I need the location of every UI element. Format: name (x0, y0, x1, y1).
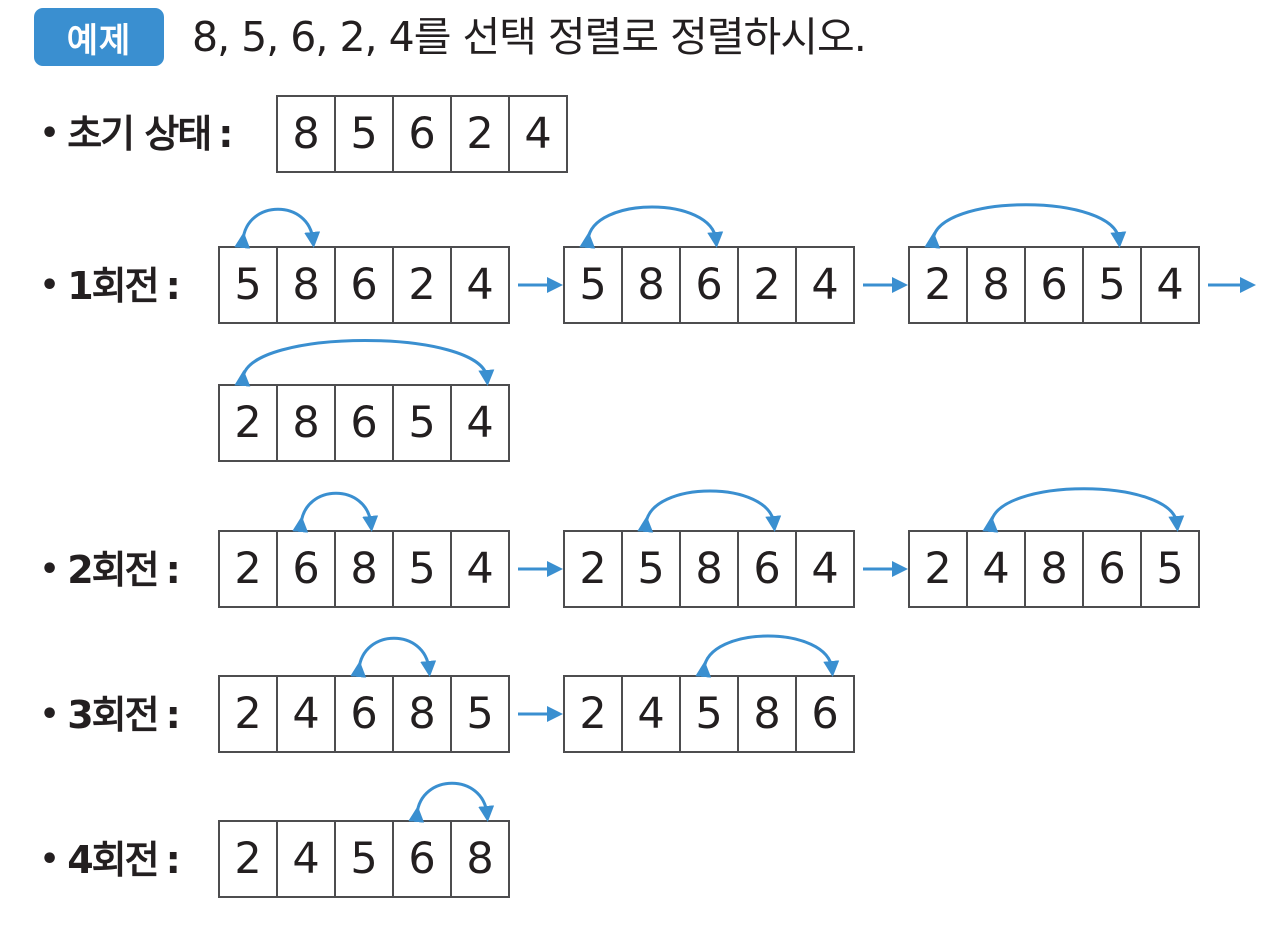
array-cell: 8 (737, 677, 795, 751)
row-label-1: •초기 상태: (40, 104, 234, 164)
array-cell: 2 (924, 544, 952, 594)
array-cell: 4 (450, 386, 508, 460)
bullet-icon: • (40, 697, 59, 732)
array-cell: 6 (392, 822, 450, 896)
array-cell: 6 (276, 532, 334, 606)
array-cell: 5 (1140, 532, 1198, 606)
array-cell: 6 (334, 248, 392, 322)
swap-arrow (234, 207, 321, 249)
array-cell: 6 (1082, 532, 1140, 606)
array-cell: 6 (1024, 248, 1082, 322)
array-cell: 5 (579, 260, 607, 310)
array-cell: 4 (450, 248, 508, 322)
colon-separator: : (165, 693, 181, 737)
swap-arrow (637, 489, 782, 533)
swap-arrow (234, 339, 495, 387)
array-cell: 4 (508, 97, 566, 171)
array-cell: 5 (392, 386, 450, 460)
array-cell: 4 (276, 677, 334, 751)
row-label-text: 2회전 (67, 548, 159, 592)
colon-separator: : (165, 264, 181, 308)
array-cell: 8 (292, 109, 320, 159)
array-cell: 6 (737, 532, 795, 606)
array-cell: 4 (966, 532, 1024, 606)
swap-arrow (982, 487, 1185, 533)
row-label-text: 4회전 (67, 838, 159, 882)
bullet-icon: • (40, 842, 59, 877)
array-cell: 8 (276, 386, 334, 460)
example-badge: 예제 (34, 8, 164, 66)
array-cell: 8 (679, 532, 737, 606)
row-label-3: •2회전: (40, 540, 181, 600)
row-label-text: 3회전 (67, 693, 159, 737)
array-cell: 8 (450, 822, 508, 896)
swap-arrow (695, 634, 840, 678)
array-cell: 6 (392, 97, 450, 171)
array-cell: 8 (334, 532, 392, 606)
array-cell: 8 (966, 248, 1024, 322)
row-label-5: •4회전: (40, 830, 181, 890)
array-cell: 2 (234, 398, 262, 448)
array-cell: 6 (679, 248, 737, 322)
array-cell: 5 (392, 532, 450, 606)
array-cell: 4 (450, 532, 508, 606)
swap-arrow (924, 203, 1127, 249)
bullet-icon: • (40, 268, 59, 303)
array-cell: 2 (450, 97, 508, 171)
array-cell: 5 (234, 260, 262, 310)
array-cell: 6 (334, 386, 392, 460)
array-cell: 5 (334, 97, 392, 171)
swap-arrow (408, 781, 495, 823)
array-cell: 8 (392, 677, 450, 751)
array-cell: 2 (579, 689, 607, 739)
array-cell: 2 (234, 834, 262, 884)
row-label-text: 초기 상태 (67, 112, 212, 156)
bullet-icon: • (40, 552, 59, 587)
array-cell: 2 (924, 260, 952, 310)
array-cell: 2 (234, 689, 262, 739)
problem-statement: 8, 5, 6, 2, 4를 선택 정렬로 정렬하시오. (192, 13, 867, 61)
array-cell: 4 (276, 822, 334, 896)
array-cell: 2 (579, 544, 607, 594)
array-cell: 6 (795, 677, 853, 751)
array-cell: 8 (621, 248, 679, 322)
array-cell: 8 (1024, 532, 1082, 606)
array-cell: 5 (679, 677, 737, 751)
array-cell: 4 (795, 532, 853, 606)
array-cell: 5 (1082, 248, 1140, 322)
colon-separator: : (165, 548, 181, 592)
array-cell: 6 (334, 677, 392, 751)
array-cell: 2 (234, 544, 262, 594)
array-cell: 4 (795, 248, 853, 322)
array-cell: 5 (621, 532, 679, 606)
row-label-2: •1회전: (40, 256, 181, 316)
array-cell: 4 (1140, 248, 1198, 322)
swap-arrow (292, 491, 379, 533)
array-cell: 4 (621, 677, 679, 751)
swap-arrow (350, 636, 437, 678)
array-cell: 2 (737, 248, 795, 322)
array-cell: 8 (276, 248, 334, 322)
array-cell: 2 (392, 248, 450, 322)
row-label-4: •3회전: (40, 685, 181, 745)
array-cell: 5 (334, 822, 392, 896)
row-label-text: 1회전 (67, 264, 159, 308)
swap-arrow (579, 205, 724, 249)
array-cell: 5 (450, 677, 508, 751)
colon-separator: : (165, 838, 181, 882)
bullet-icon: • (40, 116, 59, 151)
colon-separator: : (218, 112, 233, 156)
